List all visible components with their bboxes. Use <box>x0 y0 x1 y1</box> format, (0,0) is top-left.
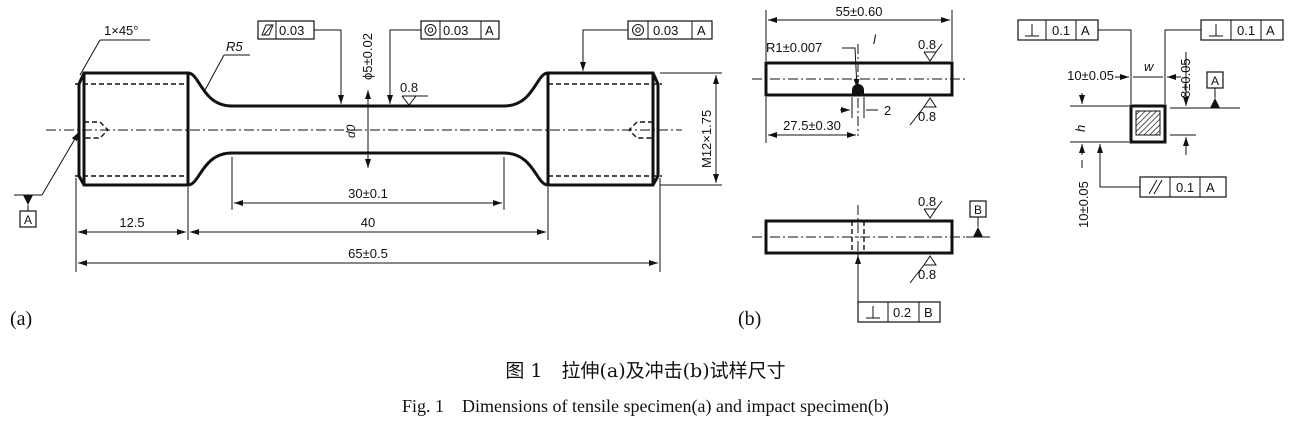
parallelism-frame: 0.1 A <box>1097 144 1227 198</box>
perp-tol-b: 0.2 <box>893 305 911 320</box>
dim-12-5: 12.5 <box>119 215 144 230</box>
tensile-specimen: 1×45° R5 0.03 0.03 A <box>10 20 722 330</box>
perpendicularity-frame-1: 0.1 A <box>1017 19 1132 104</box>
radius-label: R5 <box>226 39 243 54</box>
concentric-tol-1: 0.03 <box>443 23 468 38</box>
datum-a2-label: A <box>1211 74 1219 88</box>
roughness-gauge: 0.8 <box>400 80 418 95</box>
panel-a-label: (a) <box>10 308 32 330</box>
dim-10-top: 10±0.05 <box>1067 68 1114 83</box>
caption-english: Fig. 1 Dimensions of tensile specimen(a)… <box>402 396 889 416</box>
concentric-datum-1: A <box>485 23 494 38</box>
datum-b-marker: B <box>966 200 990 238</box>
concentric-tol-2: 0.03 <box>653 23 678 38</box>
par-tol: 0.1 <box>1176 180 1194 195</box>
cross-section: 0.1 A 0.1 A w 10±0.05 8±0.05 A <box>1017 19 1284 228</box>
l-label: l <box>873 32 877 47</box>
dim-55: 55±0.60 <box>836 4 883 19</box>
dim-40: 40 <box>361 215 375 230</box>
concentric-datum-2: A <box>697 23 706 38</box>
concentricity-frame-2: 0.03 A <box>580 20 713 71</box>
r-dim: R1±0.007 <box>766 40 822 55</box>
left-grip <box>77 71 190 187</box>
perp-tol-1: 0.1 <box>1052 23 1070 38</box>
flatness-frame: 0.03 <box>257 20 344 104</box>
roughness-b-top: 0.8 <box>918 37 936 52</box>
perpendicularity-frame-2: 0.1 A <box>1164 19 1284 104</box>
roughness-b-bottom2: 0.8 <box>918 267 936 282</box>
datum-a-marker: A <box>14 131 80 228</box>
perp-datum-2: A <box>1266 23 1275 38</box>
datum-a-label: A <box>24 213 32 227</box>
dim-8: 8±0.05 <box>1178 58 1193 98</box>
phi-dim: ϕ5±0.02 <box>360 33 375 80</box>
w-label: w <box>1144 59 1155 74</box>
flatness-tol: 0.03 <box>279 23 304 38</box>
perp-datum-1: A <box>1081 23 1090 38</box>
dim-10-side: 10±0.05 <box>1076 181 1091 228</box>
caption-chinese: 图 1 拉伸(a)及冲击(b)试样尺寸 <box>505 360 786 382</box>
h-label: h <box>1073 125 1088 132</box>
datum-a2-marker: A <box>1206 71 1224 108</box>
thread-dim: M12×1.75 <box>699 110 714 168</box>
panel-b-label: (b) <box>738 308 761 330</box>
impact-specimen: 55±0.60 R1±0.007 l 0.8 0.8 2 27.5±0.30 0… <box>738 4 990 330</box>
concentricity-frame-1: 0.03 A <box>387 20 500 104</box>
dim-30: 30±0.1 <box>348 186 388 201</box>
right-grip <box>546 71 660 187</box>
datum-b-label: B <box>974 203 982 217</box>
perpendicularity-frame-b: 0.2 B <box>855 255 941 323</box>
notch <box>852 84 864 95</box>
perp-datum-b: B <box>924 305 933 320</box>
dim-2: 2 <box>884 103 891 118</box>
roughness-b-top2: 0.8 <box>918 194 936 209</box>
perp-tol-2: 0.1 <box>1237 23 1255 38</box>
d0-label: d0 <box>344 124 358 138</box>
chamfer-label: 1×45° <box>104 23 138 38</box>
dim-65: 65±0.5 <box>348 246 388 261</box>
dim-27-5: 27.5±0.30 <box>783 118 841 133</box>
par-datum: A <box>1206 180 1215 195</box>
roughness-b-bottom: 0.8 <box>918 109 936 124</box>
